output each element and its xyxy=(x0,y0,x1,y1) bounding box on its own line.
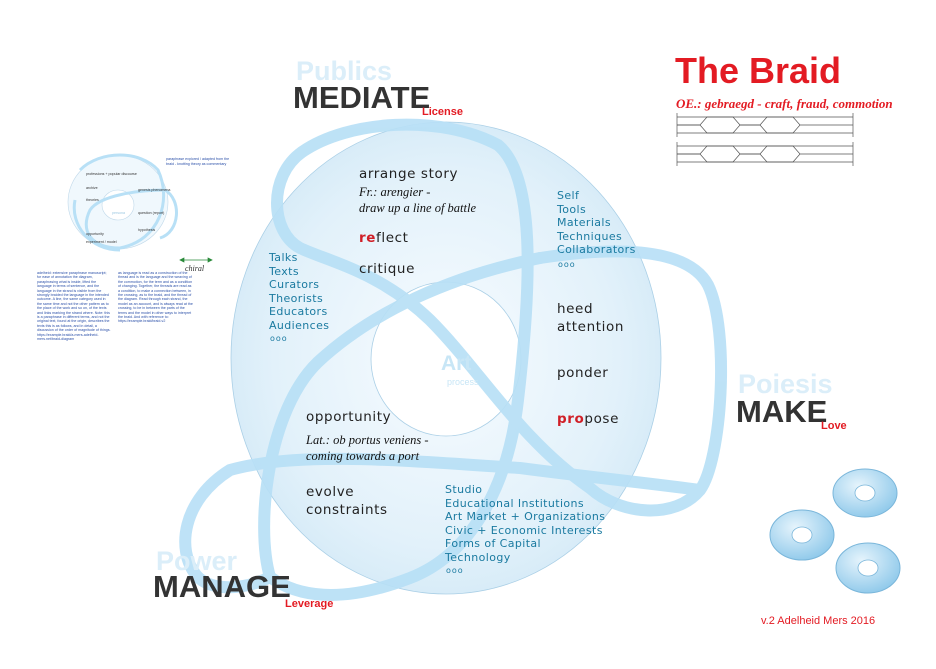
title-etymology: OE.: gebraegd - craft, fraud, commotion xyxy=(676,96,893,111)
list-item: Studio xyxy=(445,483,483,496)
constraints-label: constraints xyxy=(306,502,388,518)
arrange-etymology-line-1: Fr.: arengier - xyxy=(359,185,431,199)
publics-ghost-label: Publics xyxy=(296,56,393,86)
donut-power xyxy=(832,468,898,518)
manage-label: MANAGE xyxy=(153,569,291,604)
center-art-label: Art xyxy=(441,352,472,375)
mini-label-theories: theories xyxy=(86,198,99,202)
license-label: License xyxy=(422,106,463,118)
publics-ellipsis: ooo xyxy=(270,334,288,343)
braid-strand-publics xyxy=(258,118,546,601)
list-item: Educators xyxy=(269,305,328,318)
mini-label-persona: persona xyxy=(112,211,125,215)
mini-label-question: question (report) xyxy=(138,211,165,215)
ponder-label: ponder xyxy=(557,365,609,381)
list-item: Collaborators xyxy=(557,243,636,256)
list-item: Self xyxy=(557,189,580,202)
poiesis-list: Self Tools Materials Techniques Collabor… xyxy=(557,189,636,257)
mediate-label: MEDIATE xyxy=(293,80,431,115)
list-item: Civic + Economic Interests xyxy=(445,523,603,537)
chiral-arrow xyxy=(179,257,213,263)
list-item: Audiences xyxy=(269,318,330,332)
attention-label: attention xyxy=(557,319,624,335)
mini-label-hypothesis: hypothesis xyxy=(138,228,156,232)
mini-diagram xyxy=(67,153,178,252)
center-process-label: process xyxy=(447,377,479,387)
list-item: Educational Institutions xyxy=(445,496,585,510)
list-item: Forms of Capital xyxy=(445,537,542,550)
arrange-etymology-line-2: draw up a line of battle xyxy=(359,201,477,215)
power-ghost-label: Power xyxy=(156,546,238,576)
critique-label: critique xyxy=(359,261,415,277)
mini-diagram-body-left: adelheid: extensive paraphrase manuscrip… xyxy=(37,271,111,342)
mini-label-professions: professions + popular discourse xyxy=(86,172,137,176)
poiesis-ghost-label: Poiesis xyxy=(738,369,833,399)
mini-diagram-note: paraphrase explored / adapted from the b… xyxy=(166,157,230,166)
power-ellipsis: ooo xyxy=(446,566,464,575)
propose-prefix: pro xyxy=(557,411,585,427)
version-credit: v.2 Adelheid Mers 2016 xyxy=(761,615,876,627)
page-title: The Braid xyxy=(675,50,842,91)
list-item: Texts xyxy=(269,264,299,278)
chiral-label: chiral xyxy=(185,264,205,273)
publics-list: Talks Texts Curators Theorists Educators… xyxy=(269,251,329,332)
arrange-story-label: arrange story xyxy=(359,166,459,182)
heed-label: heed xyxy=(557,301,594,317)
make-label: MAKE xyxy=(736,394,828,429)
braid-strands xyxy=(179,118,728,601)
list-item: Theorists xyxy=(269,291,324,305)
list-item: Curators xyxy=(269,278,320,291)
mini-diagram-body-right: as language is read as a construction of… xyxy=(118,271,193,324)
evolve-label: evolve xyxy=(306,484,355,500)
mini-label-experiment: experiment / model xyxy=(86,240,117,244)
reflect-prefix: re xyxy=(359,230,377,246)
braid-strand-power xyxy=(179,452,706,594)
mini-label-archive: archive xyxy=(86,186,98,190)
donut-love xyxy=(769,509,835,561)
mini-label-genesis: genesis phenomena xyxy=(138,188,171,192)
opportunity-label: opportunity xyxy=(306,409,392,425)
list-item: Techniques xyxy=(557,229,623,243)
opportunity-etymology-line-1: Lat.: ob portus veniens - xyxy=(306,433,429,447)
donut-icons xyxy=(769,468,901,594)
reflect-rest: flect xyxy=(376,230,409,246)
braid-strand-poiesis xyxy=(271,146,728,517)
reflect-label: reflect xyxy=(359,230,409,246)
list-item: Tools xyxy=(557,202,587,216)
list-item: Art Market + Organizations xyxy=(445,510,606,523)
poiesis-ellipsis: ooo xyxy=(558,260,576,269)
list-item: Technology xyxy=(445,550,511,564)
list-item: Materials xyxy=(557,216,612,229)
love-label: Love xyxy=(821,420,847,432)
propose-label: propose xyxy=(557,411,619,427)
mini-label-opportunity: opportunity xyxy=(86,232,104,236)
donut-make xyxy=(835,542,901,594)
leverage-label: Leverage xyxy=(285,598,334,610)
power-list: Studio Educational Institutions Art Mark… xyxy=(445,483,605,564)
list-item: Talks xyxy=(269,251,298,264)
braid-title-pattern xyxy=(676,113,854,166)
propose-rest: pose xyxy=(584,411,619,427)
opportunity-etymology-line-2: coming towards a port xyxy=(306,449,420,463)
